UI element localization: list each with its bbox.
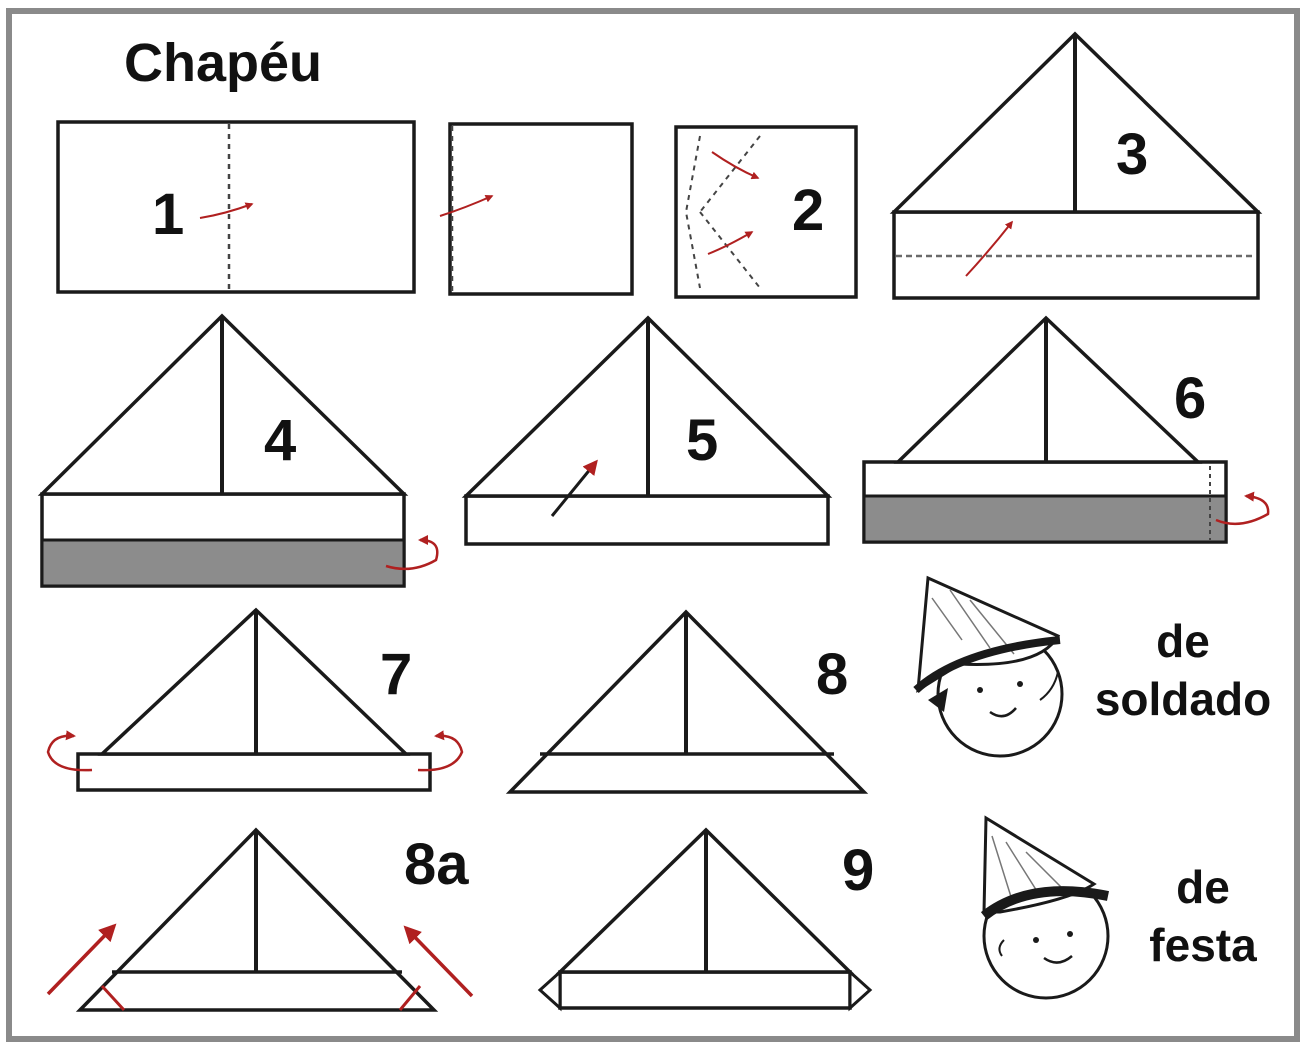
- step-8-hat: [505, 609, 869, 794]
- step-9-number: 9: [842, 838, 875, 903]
- step-7-number: 7: [380, 642, 413, 707]
- party-hat-caption: de festa: [1128, 858, 1278, 974]
- fold-arrow-icon: [439, 194, 494, 217]
- soldier-caption-line-1: de: [1156, 615, 1210, 667]
- fold-arrow-icon: [707, 231, 754, 255]
- soldier-hat-caption: de soldado: [1078, 612, 1288, 728]
- step-6-hat: [862, 315, 1270, 544]
- step-9-hat: [537, 827, 873, 1012]
- step-1-number: 1: [152, 182, 185, 247]
- soldier-hat-illustration: [913, 575, 1064, 758]
- party-caption-line-2: festa: [1149, 919, 1257, 971]
- fold-arrow-icon: [398, 925, 474, 1011]
- step-5-number: 5: [686, 408, 719, 473]
- turn-over-arrow-icon: [385, 535, 439, 571]
- turn-over-arrow-icon: [1215, 491, 1270, 526]
- step-8a-hat: [46, 827, 474, 1012]
- step-7-hat: [46, 607, 464, 792]
- step-2-sheet: [674, 125, 858, 299]
- fold-arrow-icon: [46, 923, 126, 1012]
- fold-arrow-icon: [711, 151, 760, 180]
- turn-over-arrow-icon: [46, 730, 93, 772]
- fold-arrow-icon: [550, 459, 598, 517]
- step-4-number: 4: [264, 408, 297, 473]
- fold-arrow-icon: [199, 202, 254, 219]
- step-6-number: 6: [1174, 366, 1207, 431]
- step-1-folded: [439, 122, 634, 296]
- page-title: Chapéu: [124, 33, 323, 93]
- step-3-hat: [889, 31, 1263, 300]
- step-2-number: 2: [792, 178, 825, 243]
- step-1-sheet: [56, 120, 416, 294]
- fold-arrow-icon: [965, 220, 1013, 277]
- step-3-number: 3: [1116, 122, 1149, 187]
- step-8-number: 8: [816, 642, 849, 707]
- step-5-hat: [461, 315, 833, 546]
- party-caption-line-1: de: [1176, 861, 1230, 913]
- step-4-hat: [37, 313, 439, 588]
- soldier-caption-line-2: soldado: [1094, 673, 1272, 725]
- step-8a-number: 8a: [404, 832, 469, 897]
- turn-over-arrow-icon: [417, 730, 464, 772]
- party-hat-illustration: [980, 815, 1110, 1000]
